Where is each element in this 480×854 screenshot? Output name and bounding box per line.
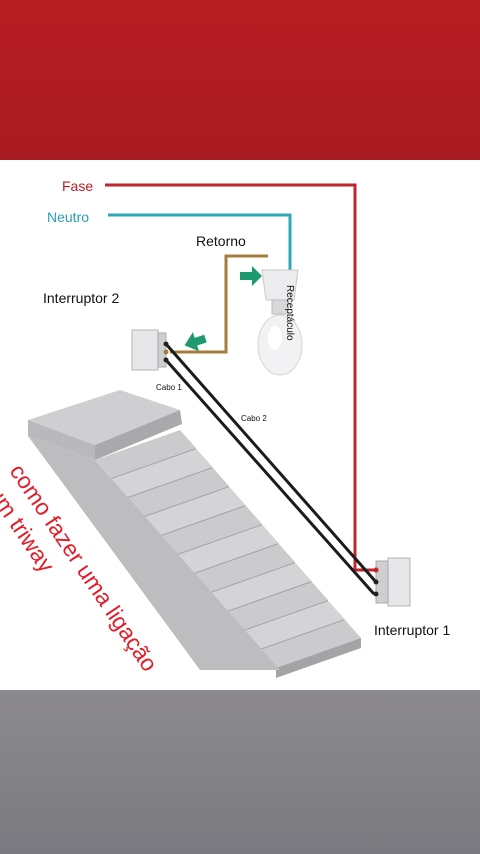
label-interruptor-1: Interruptor 1 xyxy=(374,622,451,638)
label-cabo-1: Cabo 1 xyxy=(156,383,182,392)
stair-step xyxy=(227,582,328,630)
neutro-wire xyxy=(108,213,292,270)
switch-2 xyxy=(131,329,169,371)
stair-steps xyxy=(95,430,361,678)
arrow-switch2-icon xyxy=(184,332,207,352)
stair-step xyxy=(111,449,213,497)
lamp xyxy=(257,269,303,376)
stair-step xyxy=(144,487,246,535)
stair-step xyxy=(177,525,279,573)
stair-step xyxy=(161,506,262,554)
top-red-band xyxy=(0,0,480,160)
stair-landing xyxy=(28,390,180,445)
retorno-wire xyxy=(170,254,268,354)
cabo-2-wire xyxy=(164,359,376,595)
switch-1 xyxy=(373,557,411,607)
cabo-1-wire xyxy=(164,343,378,583)
bottom-gray-band xyxy=(0,690,480,854)
label-receptaculo: Receptáculo xyxy=(284,285,295,341)
stair-step xyxy=(128,468,229,516)
stair-step-riser xyxy=(276,638,361,678)
label-retorno: Retorno xyxy=(196,233,246,249)
arrow-retorno-icon xyxy=(240,266,262,286)
label-cabo-2: Cabo 2 xyxy=(241,414,267,423)
label-fase: Fase xyxy=(62,178,94,194)
stair-step xyxy=(243,601,345,649)
label-interruptor-2: Interruptor 2 xyxy=(43,290,120,306)
stair-step xyxy=(210,563,312,611)
stair-step xyxy=(194,544,295,592)
label-neutro: Neutro xyxy=(47,209,90,225)
stair-side xyxy=(28,436,280,670)
stair-step xyxy=(260,620,361,668)
staircase xyxy=(28,390,361,678)
stair-step xyxy=(95,430,196,478)
